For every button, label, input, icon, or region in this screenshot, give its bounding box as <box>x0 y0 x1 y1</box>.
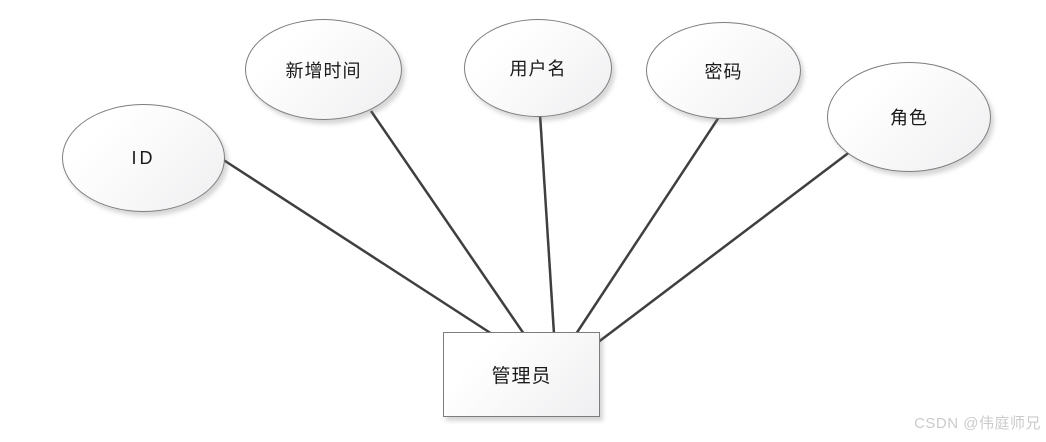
attribute-label-username: 用户名 <box>509 59 567 79</box>
attribute-ellipse-add-time: 新增时间 <box>245 19 402 120</box>
watermark-text: CSDN @伟庭师兄 <box>914 415 1041 432</box>
attribute-ellipse-role: 角色 <box>827 62 991 172</box>
connector-username-to-entity <box>538 113 556 335</box>
connector-add-time-to-entity <box>369 110 526 335</box>
connector-role-to-entity <box>596 150 852 344</box>
attribute-label-password: 密码 <box>704 61 743 82</box>
entity-label-admin: 管理员 <box>491 366 552 387</box>
attribute-label-id: ID <box>131 147 156 168</box>
attribute-ellipse-id: ID <box>62 104 225 212</box>
connector-id-to-entity <box>221 157 493 336</box>
attribute-ellipse-username: 用户名 <box>464 19 612 117</box>
connector-password-to-entity <box>574 116 721 335</box>
entity-box-admin: 管理员 <box>443 332 600 417</box>
attribute-ellipse-password: 密码 <box>646 22 801 119</box>
attribute-label-add-time: 新增时间 <box>285 60 362 81</box>
attribute-label-role: 角色 <box>890 108 928 128</box>
